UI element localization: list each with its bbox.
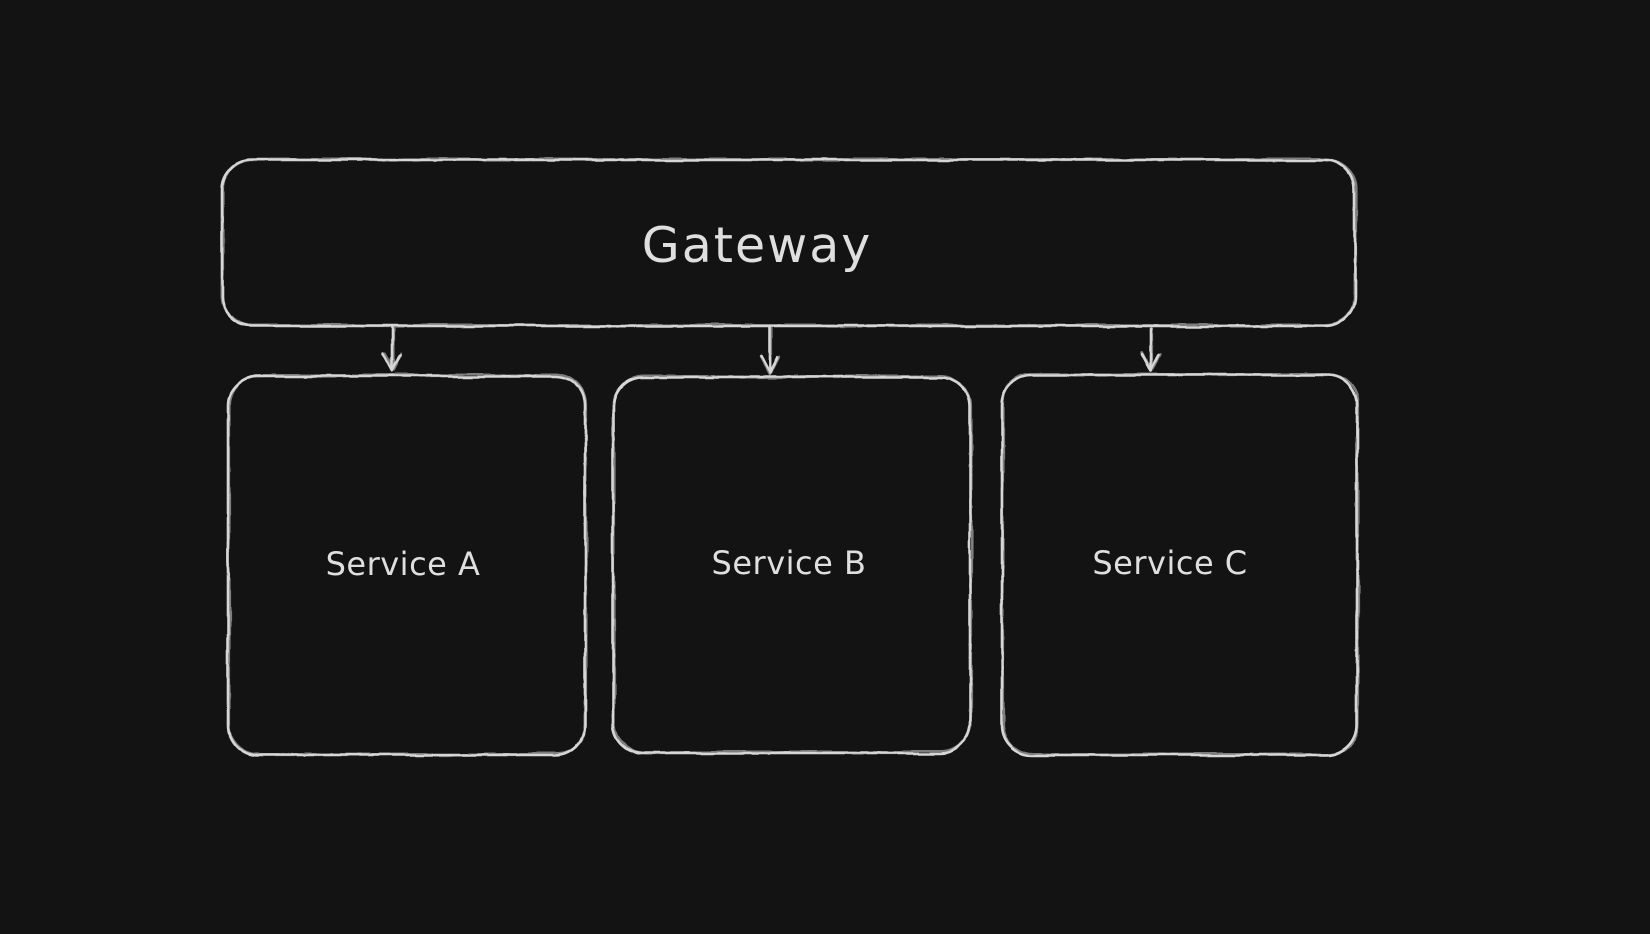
node-labels: Gateway Service A Service B Service C <box>326 217 1248 583</box>
node-gateway-label: Gateway <box>642 217 872 274</box>
node-service-a-label: Service A <box>326 545 481 583</box>
node-service-c-label: Service C <box>1092 544 1247 582</box>
node-service-b-label: Service B <box>712 544 867 582</box>
